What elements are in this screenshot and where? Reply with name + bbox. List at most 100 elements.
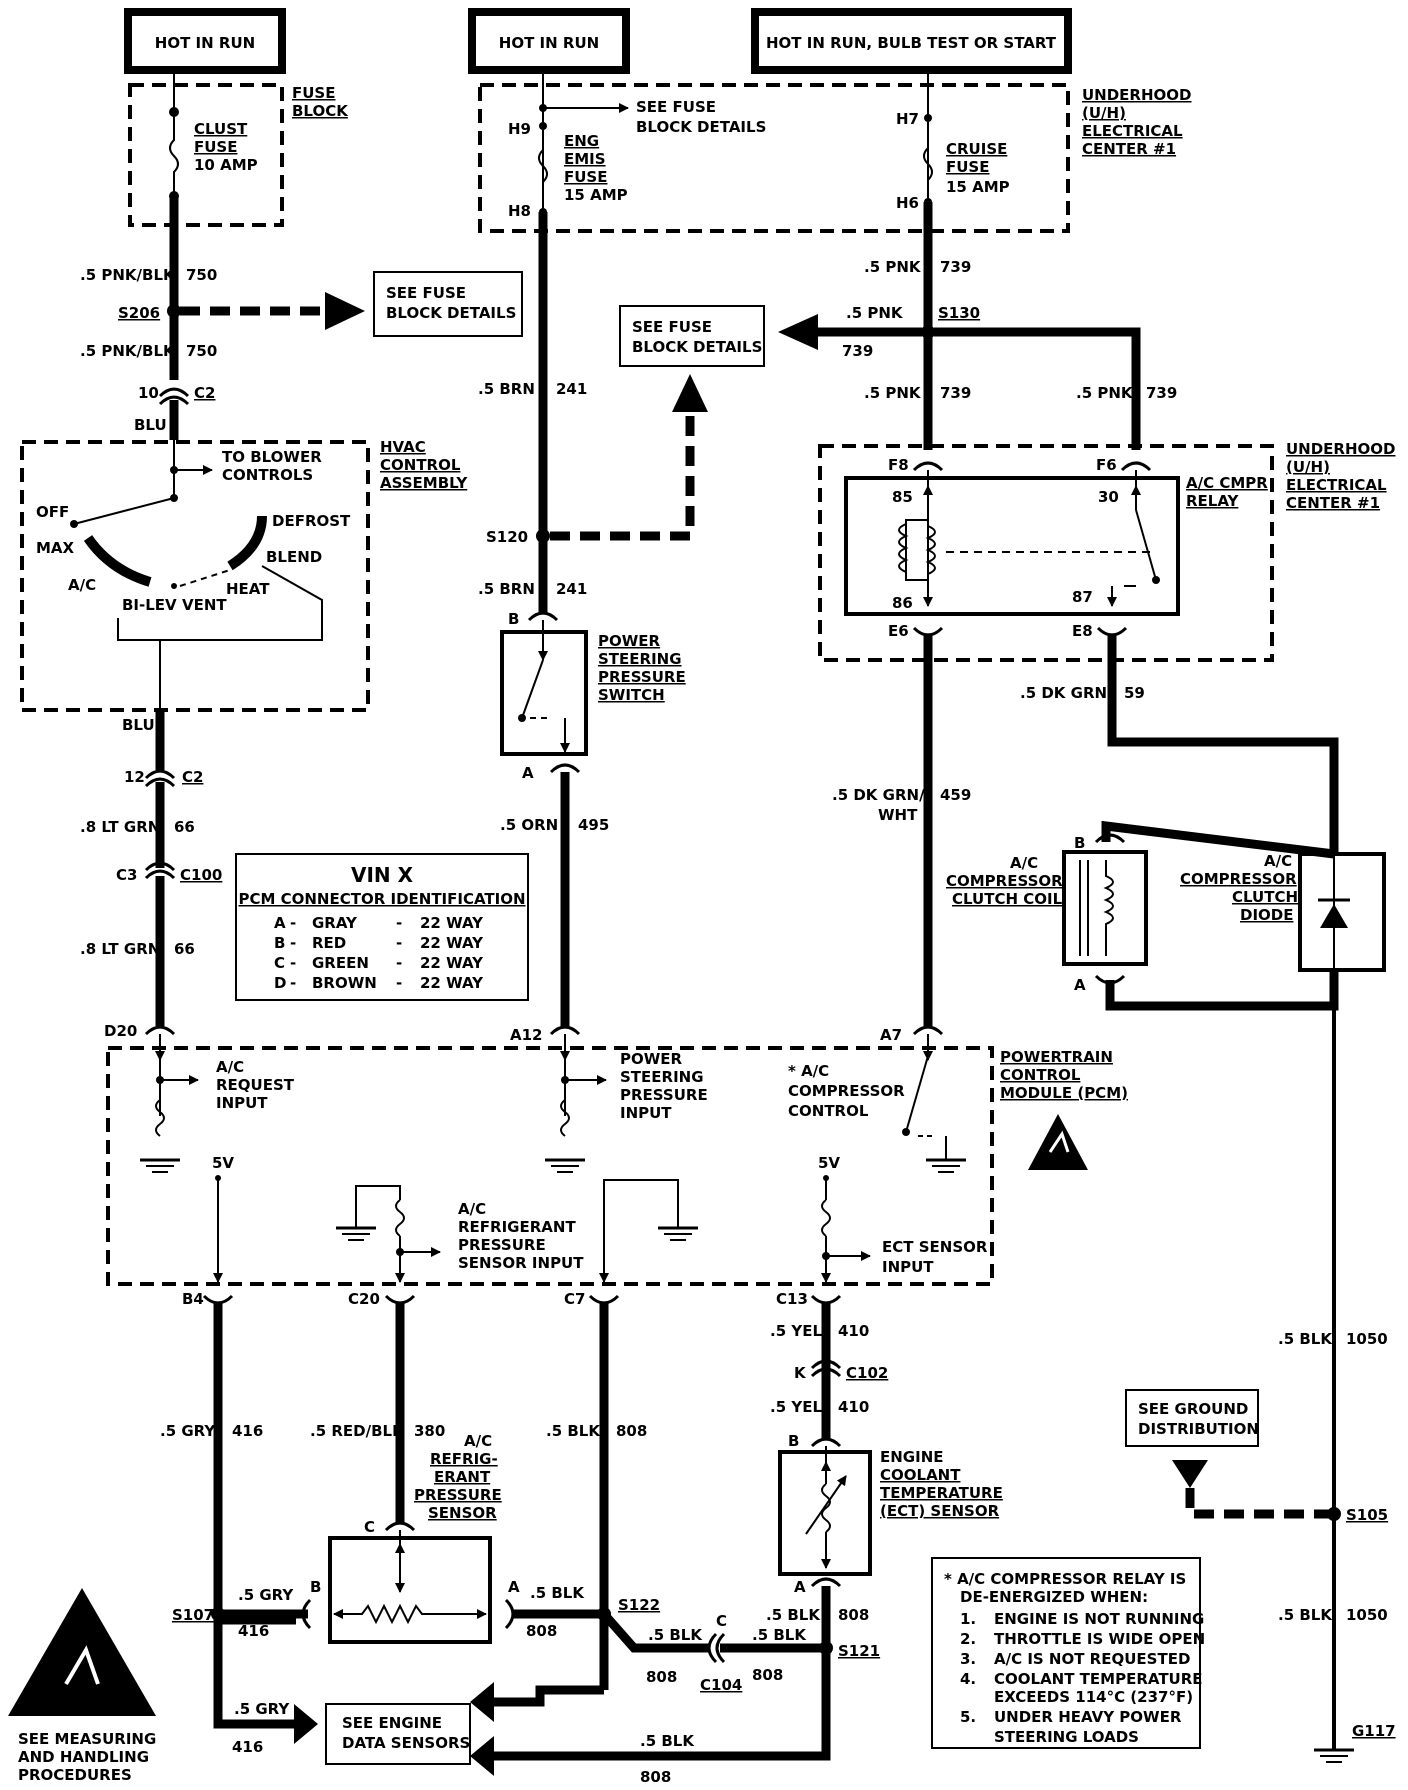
vin-subtitle: PCM CONNECTOR IDENTIFICATION	[238, 890, 525, 908]
uh-see-2: BLOCK DETAILS	[636, 118, 766, 136]
s130-arrow	[778, 314, 818, 350]
psi-4: INPUT	[620, 1104, 672, 1122]
h9-label: H9	[508, 120, 531, 138]
svg-text:BROWN: BROWN	[312, 974, 377, 992]
wire-808b-num: 808	[646, 1668, 677, 1686]
pcm-title-3: MODULE (PCM)	[1000, 1084, 1128, 1102]
hvac-heat: HEAT	[226, 580, 270, 598]
vin-row: B- RED- 22 WAY	[274, 934, 484, 952]
wire-808e-num: 808	[640, 1768, 671, 1786]
rps-name-4: PRESSURE	[414, 1486, 502, 1504]
underhood-relay-outline	[818, 444, 1274, 662]
see-fuse-mid-box	[619, 305, 765, 367]
s120-label: S120	[486, 528, 528, 546]
pcm-title-2: CONTROL	[1000, 1066, 1081, 1084]
vin-title: VIN X	[351, 863, 414, 887]
rp-4: SENSOR INPUT	[458, 1254, 584, 1272]
wire-59	[1107, 634, 1339, 854]
note-box	[931, 1557, 1201, 1749]
hot-left-label: HOT IN RUN	[155, 34, 255, 52]
ect-name-4: (ECT) SENSOR	[880, 1502, 1000, 1520]
acreq-1: A/C	[216, 1058, 244, 1076]
ect-name-3: TEMPERATURE	[880, 1484, 1003, 1502]
clust-fuse-symbol	[169, 112, 179, 196]
wire-459-gauge-1: .5 DK GRN/	[832, 786, 925, 804]
h8-label: H8	[508, 202, 531, 220]
wire-66a-num: 66	[174, 818, 195, 836]
pcm-5v-b: 5V	[818, 1154, 840, 1172]
ps-pin-b: B	[508, 610, 519, 628]
wire-739-gauge-3: .5 PNK	[864, 384, 922, 402]
s130-label: S130	[938, 304, 980, 322]
relay-name-2: RELAY	[1186, 492, 1240, 510]
pcm-c20: C20	[348, 1290, 380, 1308]
s206-label: S206	[118, 304, 160, 322]
svg-text:22 WAY: 22 WAY	[420, 954, 484, 972]
svg-text:-: -	[290, 914, 296, 932]
s120-arrow	[672, 374, 708, 412]
note-item: 5.UNDER HEAVY POWER	[960, 1708, 1182, 1726]
hot-box-mid: HOT IN RUN	[468, 8, 630, 74]
esd-1: SEE MEASURING	[18, 1730, 156, 1748]
svg-text:COOLANT TEMPERATURE: COOLANT TEMPERATURE	[994, 1670, 1203, 1688]
svg-text:A/C IS NOT REQUESTED: A/C IS NOT REQUESTED	[994, 1650, 1190, 1668]
pcm-b4: B4	[182, 1290, 204, 1308]
cruise-fuse-1: CRUISE	[946, 140, 1007, 158]
wire-241-num: 241	[556, 380, 587, 398]
svg-text:-: -	[290, 974, 296, 992]
wire-739-gauge-2: .5 PNK	[846, 304, 904, 322]
c102-pin: K	[794, 1364, 807, 1382]
eng-fuse-1: ENG	[564, 132, 599, 150]
svg-text:B: B	[274, 934, 285, 952]
wire-59-num: 59	[1124, 684, 1145, 702]
wire-416b-gauge: .5 GRY	[238, 1586, 294, 1604]
uh-relay-2: (U/H)	[1286, 458, 1330, 476]
clutch-diode-box	[1298, 852, 1386, 972]
esd-2: AND HANDLING	[18, 1748, 149, 1766]
ps-name-4: SWITCH	[598, 686, 665, 704]
clutch-pin-b: B	[1074, 834, 1085, 852]
wire-739-num-3: 739	[940, 384, 971, 402]
hvac-off: OFF	[36, 503, 69, 521]
svg-text:GREEN: GREEN	[312, 954, 369, 972]
e6-label: E6	[888, 622, 909, 640]
svg-text:EXCEEDS 114°C (237°F): EXCEEDS 114°C (237°F)	[994, 1688, 1193, 1706]
hot-right-label: HOT IN RUN, BULB TEST OR START	[766, 34, 1057, 52]
svg-text:1.: 1.	[960, 1610, 976, 1628]
wire-739-gauge-4: .5 PNK	[1076, 384, 1134, 402]
wire-750a-num: 750	[186, 266, 217, 284]
s120-splice	[536, 529, 550, 543]
gry-to-see-engine-arrow	[294, 1704, 318, 1744]
psi-2: STEERING	[620, 1068, 704, 1086]
wire-416-gauge: .5 GRY	[160, 1422, 216, 1440]
hvac-vent: VENT	[182, 596, 227, 614]
uh-relay-3: ELECTRICAL	[1286, 476, 1387, 494]
uh-top-4: CENTER #1	[1082, 140, 1176, 158]
g117-label: G117	[1352, 1722, 1396, 1740]
wire-66b-gauge: .8 LT GRN	[80, 940, 160, 958]
c2-pin12-label: C2	[182, 768, 203, 786]
note-item: 3.A/C IS NOT REQUESTED	[960, 1650, 1190, 1668]
uh-top-3: ELECTRICAL	[1082, 122, 1183, 140]
pin-30: 30	[1098, 488, 1119, 506]
wire-808a-num: 808	[526, 1622, 557, 1640]
vin-row: C- GREEN- 22 WAY	[274, 954, 484, 972]
clutch-diode-symbol	[1320, 904, 1348, 928]
rps-name-1: A/C	[464, 1432, 492, 1450]
wire-739-right	[934, 327, 1141, 450]
c2-pin10-bottom	[158, 395, 190, 406]
cruise-fuse-3: 15 AMP	[946, 178, 1010, 196]
rp-1: A/C	[458, 1200, 486, 1218]
c3-label: C3	[116, 866, 137, 884]
hvac-ac-arc	[83, 535, 152, 587]
esd-3: PROCEDURES	[18, 1766, 132, 1784]
pin-86: 86	[892, 594, 913, 612]
svg-text:-: -	[290, 954, 296, 972]
acreq-pullup	[155, 1099, 165, 1137]
svg-text:GRAY: GRAY	[312, 914, 358, 932]
rps-name-2: REFRIG-	[430, 1450, 498, 1468]
esd-handling-icon	[8, 1588, 156, 1716]
relay-switch-blade	[1135, 509, 1157, 581]
clutch-diode-3: CLUTCH	[1232, 888, 1298, 906]
svg-text:D: D	[274, 974, 286, 992]
